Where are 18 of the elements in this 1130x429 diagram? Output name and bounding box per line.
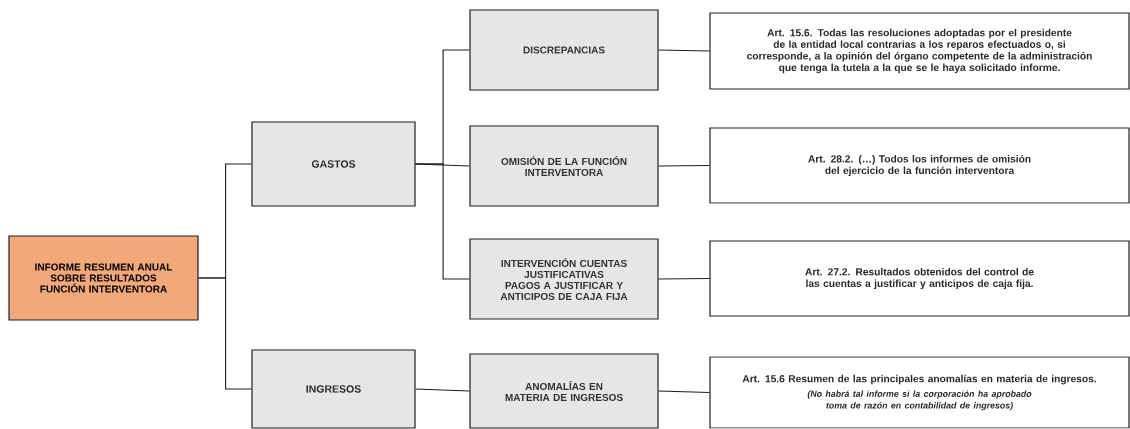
category-box: INGRESOS [251,349,416,429]
root-box: INFORME RESUMEN ANUAL SOBRE RESULTADOS FUNCIÓN INTERVENTORA [8,235,199,321]
subcategory-box: DISCREPANCIAS [469,9,659,91]
connector-line [658,49,710,52]
subcategory-box: INTERVENCIÓN CUENTAS JUSTIFICATIVAS PAGOS A JUSTIFICAR Y ANTICIPOS DE CAJA FIJA [469,238,659,320]
connector-line [415,163,470,280]
subcategory-box: ANOMALÍAS EN MATERIA DE INGRESOS [469,353,659,429]
article-box: Art. 27.2. Resultados obtenidos del control de las cuentas a justificar y anticipos de caja fija. [709,240,1130,317]
connector-line [658,390,710,394]
article-box: Art. 15.6 Resumen de las principales anomalías en materia de ingresos. (No habrá tal informe si la corporación ha aprobado toma de razón en contabilidad de ingresos) [709,356,1130,429]
article-box: Art. 28.2. (…) Todos los informes de omisión del ejercicio de la función interventora [709,127,1130,204]
connector-line [415,388,470,392]
connector-line [658,277,710,280]
subcategory-box: OMISIÓN DE LA FUNCIÓN INTERVENTORA [469,125,659,207]
connector-line [198,277,252,390]
article-box: Art. 15.6. Todas las resoluciones adoptadas por el presidente de la entidad local contrarias a los reparos efectuados o, si corresponde, a la opinión del órgano competente de la administración que tenga la tutela a la que se le haya solicitado informe. [709,12,1130,90]
category-box: GASTOS [251,121,416,207]
connector-line [658,164,710,167]
